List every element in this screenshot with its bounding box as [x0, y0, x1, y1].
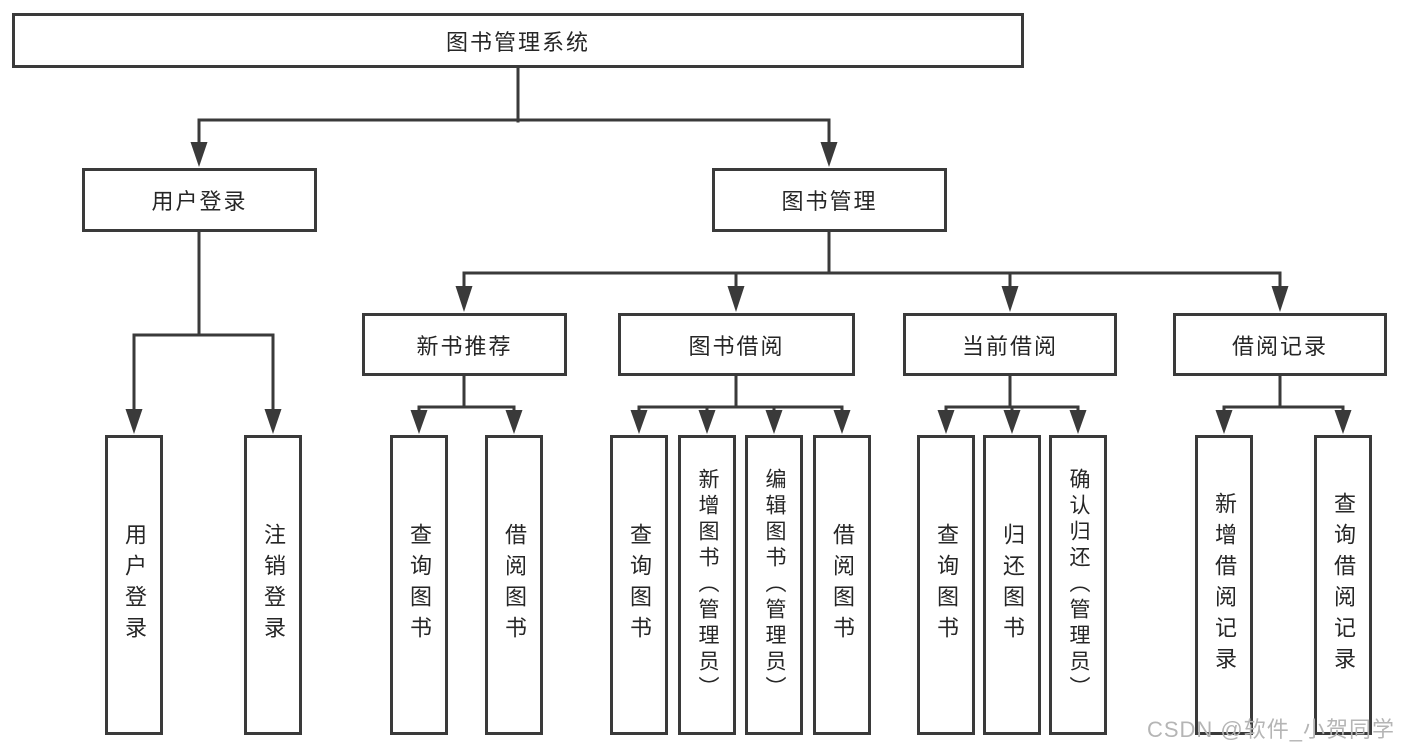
- node-borrow-records: 借阅记录: [1173, 313, 1387, 376]
- leaf-edit-book-admin: 编辑图书（管理员）: [745, 435, 803, 735]
- connectors-book-management: [455, 230, 1289, 312]
- leaf-query-books-current: 查询图书: [917, 435, 975, 735]
- connectors-book-borrow: [630, 374, 851, 434]
- connectors-user-login: [125, 230, 282, 434]
- leaf-logout: 注销登录: [244, 435, 302, 735]
- connectors-borrow-records: [1215, 374, 1352, 434]
- leaf-add-book-admin: 新增图书（管理员）: [678, 435, 736, 735]
- leaf-query-books-borrow: 查询图书: [610, 435, 668, 735]
- leaf-borrow-books-recommend: 借阅图书: [485, 435, 543, 735]
- node-new-book-recommend: 新书推荐: [362, 313, 567, 376]
- node-book-borrow: 图书借阅: [618, 313, 855, 376]
- leaf-borrow-books: 借阅图书: [813, 435, 871, 735]
- csdn-watermark: CSDN @软件_小贺同学: [1146, 717, 1395, 742]
- connectors-new-book-recommend: [410, 374, 523, 434]
- leaf-user-login: 用户登录: [105, 435, 163, 735]
- connectors-current-borrow: [937, 374, 1087, 434]
- node-root-library-system: 图书管理系统: [12, 13, 1024, 68]
- leaf-query-books-recommend: 查询图书: [390, 435, 448, 735]
- leaf-confirm-return-admin: 确认归还（管理员）: [1049, 435, 1107, 735]
- node-user-login: 用户登录: [82, 168, 317, 232]
- node-current-borrow: 当前借阅: [903, 313, 1117, 376]
- leaf-add-borrow-record: 新增借阅记录: [1195, 435, 1253, 735]
- node-book-management: 图书管理: [712, 168, 947, 232]
- connectors-root: [190, 66, 838, 167]
- leaf-query-borrow-record: 查询借阅记录: [1314, 435, 1372, 735]
- leaf-return-book: 归还图书: [983, 435, 1041, 735]
